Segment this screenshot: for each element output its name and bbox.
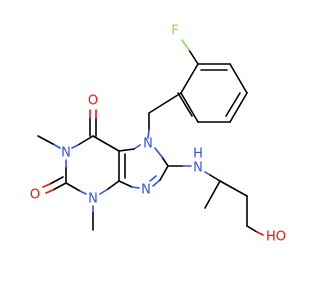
atom-oxygen-carbonyl-left: O [30,188,40,203]
bond-ring-ch2 [148,92,182,114]
bond-n9-c8 [152,179,161,187]
bond-ch2-oh-o [256,231,264,236]
atom-nitrogen-n7: N [143,137,153,152]
bond-c8-n7 [161,156,169,167]
bond-c6-n1 [77,135,94,146]
bond-nh-ch-n [204,171,211,176]
bond-ring-d [229,92,248,123]
pyrimidine-ring [65,135,120,195]
bond-n7-c5-c [118,148,135,152]
bond-n9-c8-c [159,165,169,181]
bond-n3-c4 [99,188,109,195]
bond-ch-ch2 [219,180,248,197]
bond-n1-methyl [37,135,54,145]
bond-ring-f-double [177,92,193,117]
bond-ring-d-double [225,92,241,117]
bond-c6-n1-n [71,144,79,149]
bond-c4-n9 [118,180,133,188]
bond-c2-o-double [49,176,64,185]
bond-ring-a [180,63,199,94]
bond-c-f-carbon [188,49,199,65]
bond-c4-n9-n [131,186,140,189]
bond-c5-c6 [92,135,120,152]
bond-c-f-fluorine [181,39,190,51]
bond-ring-f [180,92,199,123]
bond-ring-c [229,63,248,94]
atom-nitrogen-n1: N [61,146,71,161]
fluorophenyl-ring [177,63,248,123]
bond-c8-n7-n [154,147,163,158]
atom-fluorine: F [171,24,178,39]
bond-n9-c8-double [149,175,157,182]
imidazole-ring [118,144,169,189]
bond-ch2-oh [246,225,258,233]
atom-nitrogen-n9: N [141,183,151,198]
bond-c2-o-double-o [42,183,51,188]
atom-hydrogen-amine: H [193,147,203,162]
bond-n3-c4-c [107,180,120,190]
bond-c2-n3 [65,182,81,192]
bond-c2-o [52,182,67,191]
bond-ch-methyl [204,180,221,209]
bond-c2-o-o [45,189,54,194]
bond-n7-c5 [133,144,141,150]
bond-nh-ch [209,174,221,182]
bond-c2-n3-n [79,190,87,195]
atom-oxygen-carbonyl-top: O [88,94,98,109]
bond-n1-methyl-n [52,143,61,149]
molecule-structure-diagram: F O O N N N N N H HO [30,24,286,245]
atom-nitrogen-amine: N [193,161,203,176]
atom-nitrogen-n3: N [88,192,98,207]
atom-hydroxyl: HO [266,230,286,245]
bond-ch2-n7-n [147,129,150,139]
